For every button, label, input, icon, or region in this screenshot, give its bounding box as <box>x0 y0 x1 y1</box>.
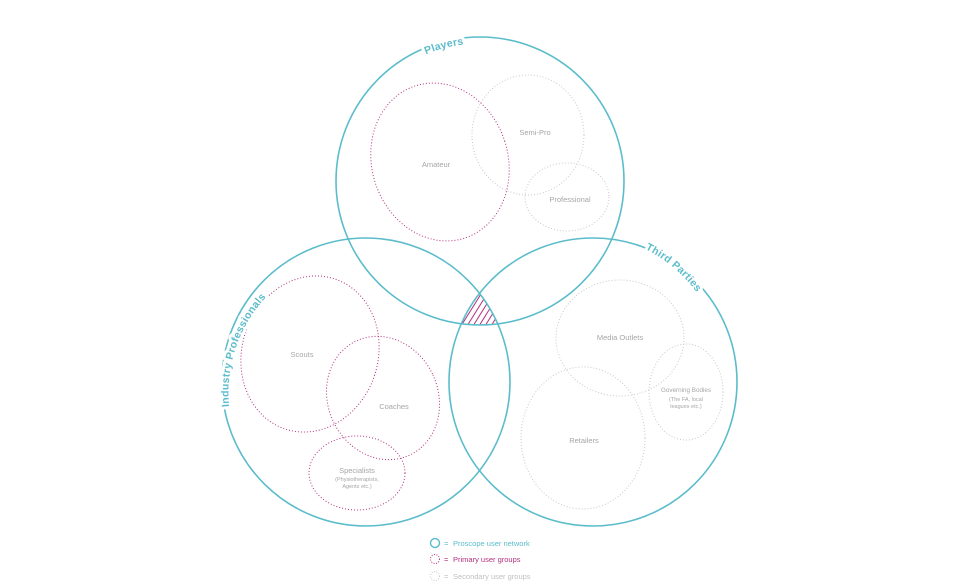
third-parties-title-text: Third Parties <box>644 241 704 294</box>
legend-primary-label: Primary user groups <box>453 555 521 564</box>
scouts-ellipse <box>240 275 380 433</box>
svg-text:Players: Players <box>423 35 465 57</box>
specialists-note-line1: (Physiotherapists, <box>335 477 379 483</box>
semi-pro-label: Semi-Pro <box>519 128 550 137</box>
retailers-ellipse <box>520 366 646 510</box>
media-outlets-ellipse <box>555 279 685 397</box>
specialists-ellipse <box>308 435 406 511</box>
legend-secondary-label: Secondary user groups <box>453 572 531 581</box>
players-title-text: Players <box>423 35 464 57</box>
svg-text:Industry Professionals: Industry Professionals <box>219 291 268 408</box>
industry-professionals-circle <box>221 237 511 527</box>
governing-bodies-note-line1: (The FA, local <box>669 397 703 403</box>
professional-ellipse <box>524 162 610 232</box>
legend-secondary-equals: = <box>444 572 449 581</box>
semi-pro-ellipse <box>471 74 585 196</box>
coaches-ellipse <box>325 335 441 461</box>
professional-label: Professional <box>549 195 591 204</box>
media-outlets-label: Media Outlets <box>597 333 644 342</box>
third-parties-circle <box>448 237 738 527</box>
svg-text:Third Parties: Third Parties <box>644 241 704 294</box>
specialists-label: Specialists <box>339 466 375 475</box>
scouts-label: Scouts <box>291 350 314 359</box>
legend-secondary-icon <box>430 571 440 581</box>
industry-professionals-title-text: Industry Professionals <box>219 291 268 408</box>
governing-bodies-ellipse <box>648 343 724 441</box>
amateur-ellipse <box>370 82 510 242</box>
legend-network-label: Proscope user network <box>453 539 530 548</box>
legend-primary-equals: = <box>444 555 449 564</box>
retailers-label: Retailers <box>569 436 599 445</box>
legend: = Proscope user network = Primary user g… <box>429 537 531 581</box>
specialists-note-line2: Agents etc.) <box>342 484 372 490</box>
legend-primary-icon <box>430 554 440 564</box>
legend-network-icon <box>429 537 441 549</box>
legend-network-equals: = <box>444 539 449 548</box>
players-circle <box>335 36 625 326</box>
governing-bodies-note-line2: leagues etc.) <box>670 404 702 410</box>
governing-bodies-label: Governing Bodies <box>661 387 711 394</box>
amateur-label: Amateur <box>422 160 451 169</box>
coaches-label: Coaches <box>379 402 409 411</box>
